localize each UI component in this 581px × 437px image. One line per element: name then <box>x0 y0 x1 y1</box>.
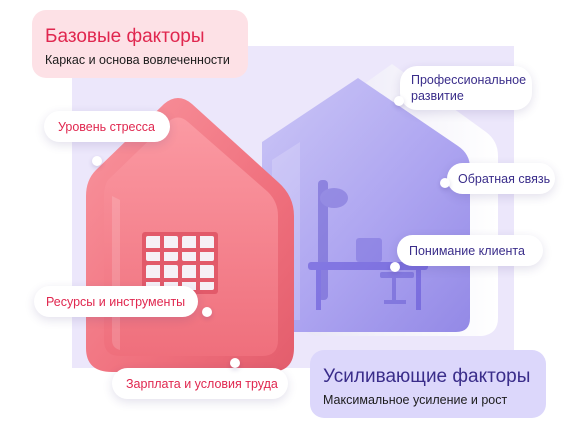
bubble-salary-conditions: Зарплата и условия труда <box>112 368 288 399</box>
base-factors-card: Базовые факторы Каркас и основа вовлечен… <box>32 10 248 78</box>
bubble-tail-dot <box>440 178 450 188</box>
bubble-tail-dot <box>92 156 102 166</box>
bubble-professional-line1: Профессиональное <box>411 73 527 87</box>
bubble-client-understanding-label: Понимание клиента <box>409 244 525 258</box>
bubble-tail-dot <box>390 262 400 272</box>
pink-house-window <box>142 232 218 294</box>
bubble-tail-dot <box>230 358 240 368</box>
bubble-tail-dot <box>394 96 404 106</box>
base-factors-title: Базовые факторы <box>45 26 205 47</box>
boost-factors-card: Усиливающие факторы Максимальное усилени… <box>310 350 546 418</box>
bubble-feedback: Обратная связь <box>447 163 555 194</box>
bubble-client-understanding: Понимание клиента <box>397 235 543 266</box>
bubble-feedback-label: Обратная связь <box>458 172 551 186</box>
bubble-resources-tools-label: Ресурсы и инструменты <box>46 295 186 309</box>
bubble-stress-level: Уровень стресса <box>44 111 170 142</box>
bubble-resources-tools: Ресурсы и инструменты <box>34 286 198 317</box>
boost-factors-title: Усиливающие факторы <box>323 366 531 387</box>
bubble-professional-line2: развитие <box>411 89 464 103</box>
bubble-salary-conditions-label: Зарплата и условия труда <box>126 377 278 391</box>
bubble-tail-dot <box>202 307 212 317</box>
boost-factors-subtitle: Максимальное усиление и рост <box>323 393 508 407</box>
bubble-stress-level-label: Уровень стресса <box>58 120 155 134</box>
bubble-professional-development: Профессиональное развитие <box>400 66 532 110</box>
base-factors-subtitle: Каркас и основа вовлеченности <box>45 53 230 67</box>
